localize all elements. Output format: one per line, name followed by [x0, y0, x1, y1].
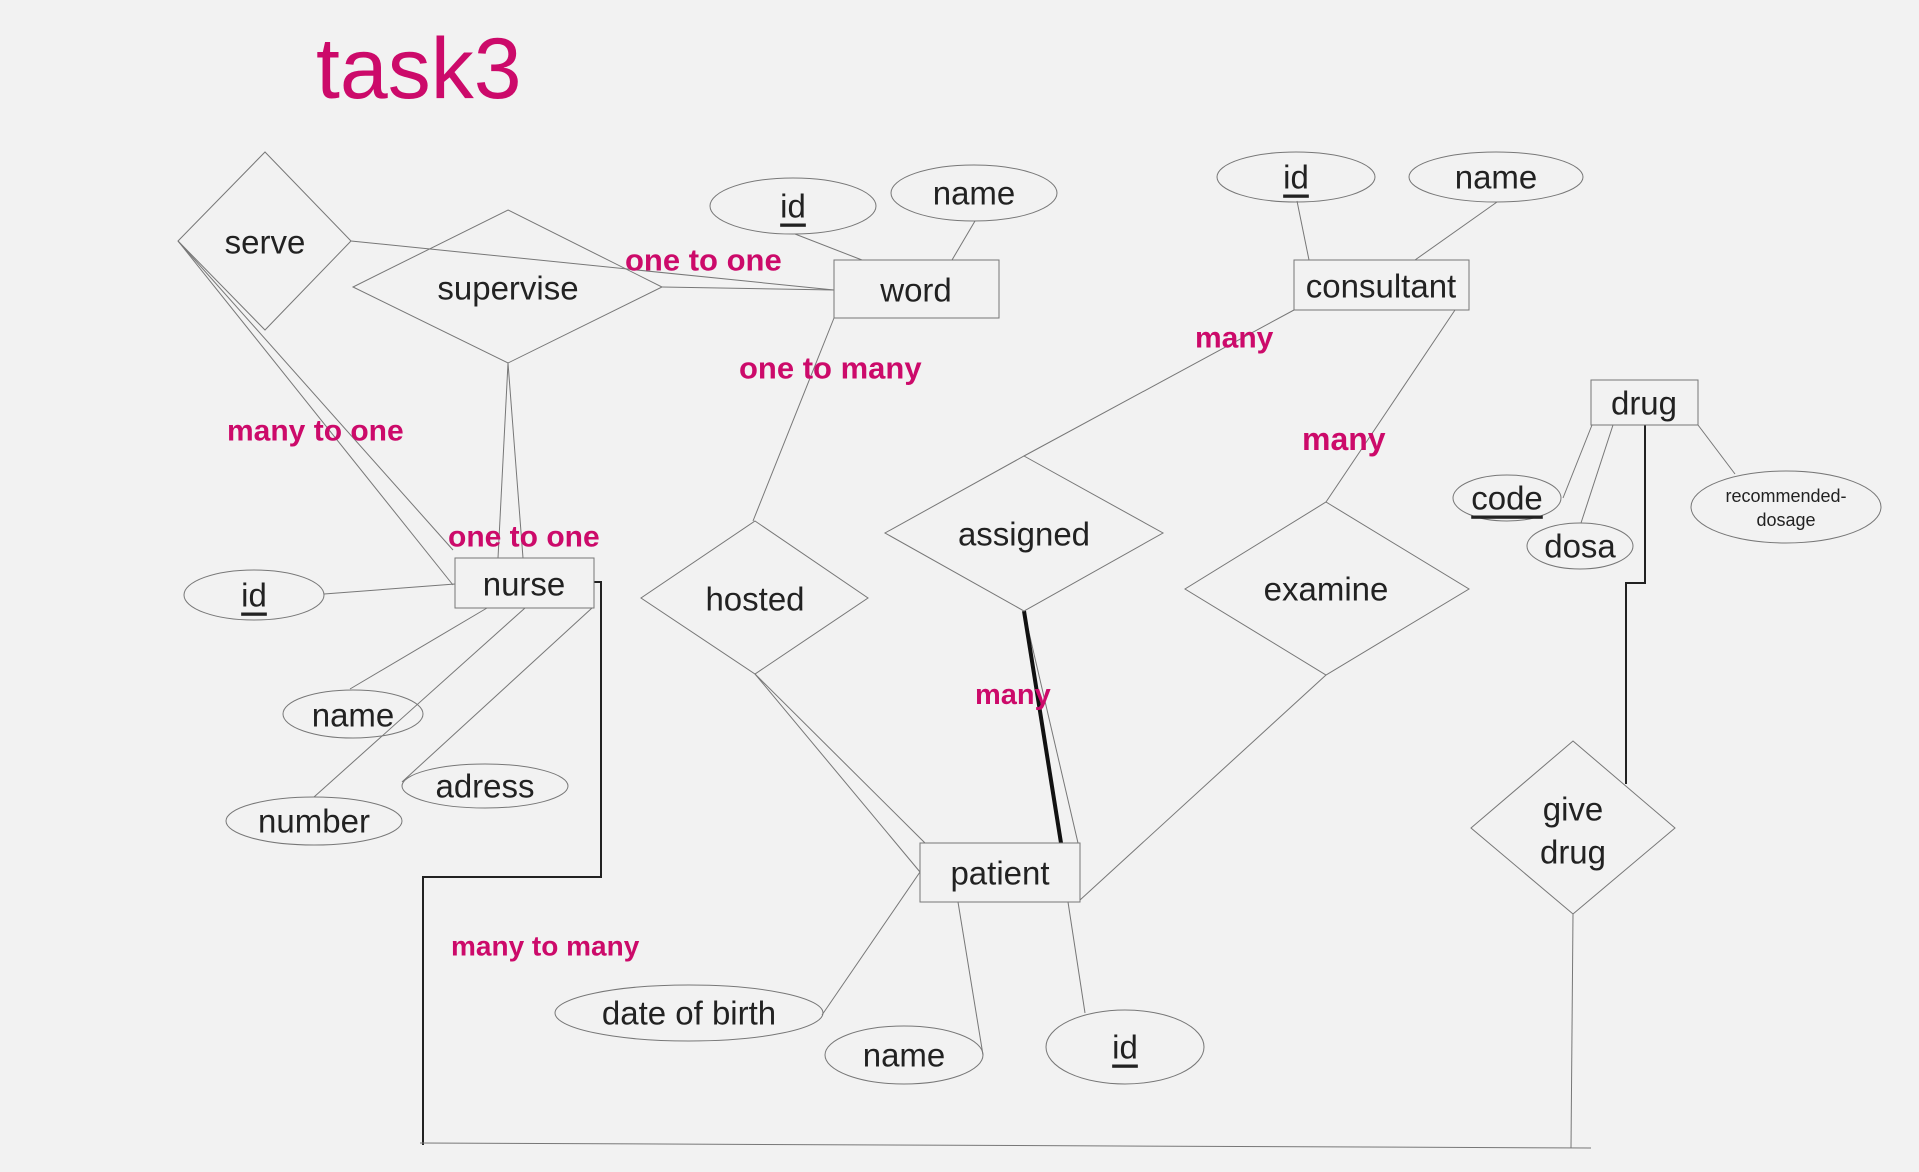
relationship-supervise: supervise — [351, 209, 664, 364]
attribute-consultant-id: id — [1216, 151, 1376, 203]
cardinality-consultant-assigned: many — [1195, 322, 1274, 355]
entity-word: word — [833, 259, 1000, 319]
edge-supervise-nurse-2 — [507, 362, 524, 559]
attribute-word-id-label: id — [780, 188, 806, 225]
entity-patient: patient — [919, 842, 1081, 903]
connectors — [177, 200, 1736, 1149]
edge-drug-recommended — [1697, 424, 1736, 475]
entity-nurse-label: nurse — [483, 566, 566, 603]
edge-supervise-word — [661, 286, 835, 291]
edge-word-id — [794, 233, 863, 261]
attribute-nurse-id-label: id — [241, 577, 267, 614]
attribute-nurse-number-label: number — [258, 803, 370, 840]
edge-nurse-give-drug — [422, 581, 602, 1145]
attribute-drug-code-label: code — [1471, 480, 1543, 517]
diagram-title: task3 — [316, 21, 522, 117]
entity-drug-label: drug — [1611, 385, 1677, 422]
attribute-nurse-name: name — [282, 689, 424, 739]
edge-nurse-number — [313, 607, 526, 798]
attribute-drug-dosa-label: dosa — [1544, 528, 1616, 565]
relationship-give-drug: give drug — [1470, 740, 1676, 915]
edge-drug-code — [1562, 424, 1593, 499]
edge-serve-nurse-2 — [177, 240, 454, 586]
attribute-consultant-name-label: name — [1455, 159, 1538, 196]
relationship-give-drug-label-2: drug — [1540, 834, 1606, 871]
attribute-drug-code: code — [1452, 474, 1562, 522]
edge-nurse-adress — [401, 607, 593, 783]
relationship-serve: serve — [177, 151, 352, 331]
edge-supervise-nurse-1 — [497, 362, 509, 559]
cardinality-supervise-nurse: one to one — [448, 521, 600, 554]
attribute-consultant-id-label: id — [1283, 159, 1309, 196]
relationship-hosted-label: hosted — [705, 581, 804, 618]
attribute-drug-dosa: dosa — [1526, 522, 1634, 570]
edge-nurse-id — [323, 583, 456, 595]
attribute-nurse-id: id — [183, 569, 325, 621]
edge-nurse-name — [349, 607, 488, 690]
attribute-drug-recommended-label-2: dosage — [1756, 510, 1815, 530]
attribute-patient-dob-label: date of birth — [602, 995, 776, 1032]
cardinality-assigned-patient: many — [975, 679, 1051, 711]
attribute-word-id: id — [709, 177, 877, 235]
edge-give-drug-bottom — [1570, 913, 1574, 1149]
edge-bottom-connector — [419, 1142, 1592, 1149]
cardinality-supervise-word: one to one — [625, 243, 782, 278]
relationship-supervise-label: supervise — [437, 270, 578, 307]
entity-consultant-label: consultant — [1306, 268, 1456, 305]
edge-patient-id — [1067, 901, 1086, 1014]
entity-consultant: consultant — [1293, 259, 1470, 311]
relationship-examine-label: examine — [1264, 571, 1389, 608]
attribute-drug-recommended-dosage: recommended- dosage — [1690, 470, 1882, 544]
attribute-nurse-adress: adress — [401, 763, 569, 809]
edge-word-name — [951, 220, 976, 261]
edge-examine-patient — [1079, 674, 1327, 901]
attribute-patient-id: id — [1045, 1009, 1205, 1085]
edge-assigned-patient — [1023, 610, 1079, 844]
attribute-nurse-name-label: name — [312, 697, 395, 734]
edge-hosted-patient-2 — [754, 673, 921, 873]
edge-drug-dosa — [1580, 424, 1614, 524]
cardinality-serve-nurse: many to one — [227, 415, 404, 448]
attribute-word-name: name — [890, 164, 1058, 222]
edge-assigned-patient-bold — [1022, 610, 1063, 844]
entity-nurse: nurse — [454, 557, 595, 609]
relationship-assigned-label: assigned — [958, 516, 1090, 553]
attribute-nurse-adress-label: adress — [435, 768, 534, 805]
edge-word-hosted — [752, 317, 835, 522]
edge-consultant-name — [1414, 201, 1498, 261]
edge-consultant-assigned — [1023, 309, 1295, 457]
relationship-hosted: hosted — [640, 520, 869, 675]
relationship-serve-label: serve — [225, 224, 306, 261]
relationship-assigned: assigned — [883, 455, 1165, 612]
edge-patient-dob — [821, 871, 921, 1016]
entity-patient-label: patient — [950, 855, 1049, 892]
edge-drug-give-drug — [1625, 425, 1646, 784]
edge-serve-nurse-1 — [177, 240, 454, 551]
edge-hosted-patient-1 — [754, 673, 926, 844]
attribute-patient-id-label: id — [1112, 1029, 1138, 1066]
edge-consultant-examine — [1325, 309, 1456, 503]
entity-word-label: word — [879, 272, 952, 309]
attribute-word-name-label: name — [933, 175, 1016, 212]
attribute-patient-name: name — [824, 1025, 984, 1085]
relationship-give-drug-label-1: give — [1543, 791, 1604, 828]
cardinality-word-hosted: one to many — [739, 351, 922, 386]
attribute-patient-dob: date of birth — [554, 984, 824, 1042]
cardinality-consultant-examine: many — [1302, 421, 1386, 457]
edge-serve-word — [350, 240, 835, 291]
attribute-consultant-name: name — [1408, 151, 1584, 203]
attribute-drug-recommended-label-1: recommended- — [1725, 486, 1846, 506]
cardinality-nurse-give-drug: many to many — [451, 931, 640, 962]
edge-patient-name — [957, 901, 984, 1056]
relationship-examine: examine — [1184, 501, 1470, 676]
attribute-nurse-number: number — [225, 796, 403, 846]
edge-consultant-id — [1296, 200, 1310, 261]
entity-drug: drug — [1590, 379, 1699, 426]
attribute-patient-name-label: name — [863, 1037, 946, 1074]
